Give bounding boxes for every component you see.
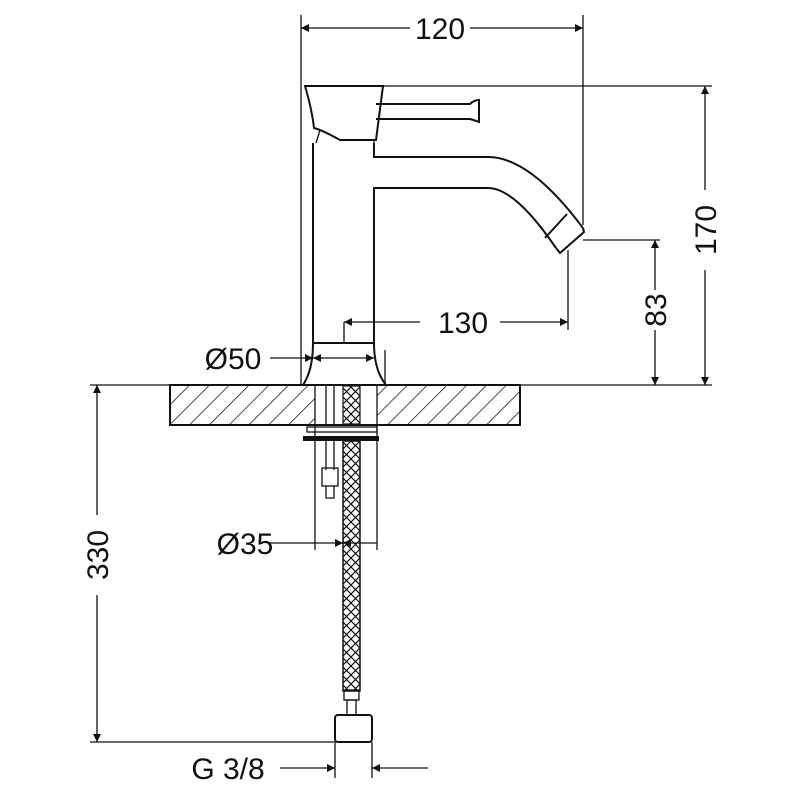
dim-hose-330: 330 <box>82 530 115 580</box>
faucet-body <box>312 143 584 343</box>
countertop-section <box>169 384 521 426</box>
faucet-outline <box>302 85 586 386</box>
dimension-lines <box>97 28 705 772</box>
dim-shank-diameter: Ø35 <box>217 528 274 561</box>
faucet-aerator <box>544 213 586 255</box>
dim-spout-height-83: 83 <box>640 293 673 326</box>
mounting-hardware <box>303 426 379 499</box>
dim-thread-g38: G 3/8 <box>191 753 264 786</box>
faucet-base <box>302 342 387 386</box>
faucet-lever <box>376 98 480 124</box>
faucet-handle <box>303 85 385 141</box>
flexible-hose <box>334 440 373 743</box>
dim-reach-130: 130 <box>438 307 488 340</box>
dim-width-120: 120 <box>415 13 465 46</box>
dim-base-diameter: Ø50 <box>205 343 262 376</box>
hose-nut <box>334 714 373 743</box>
extension-lines <box>90 15 712 778</box>
dim-height-170: 170 <box>690 205 723 255</box>
